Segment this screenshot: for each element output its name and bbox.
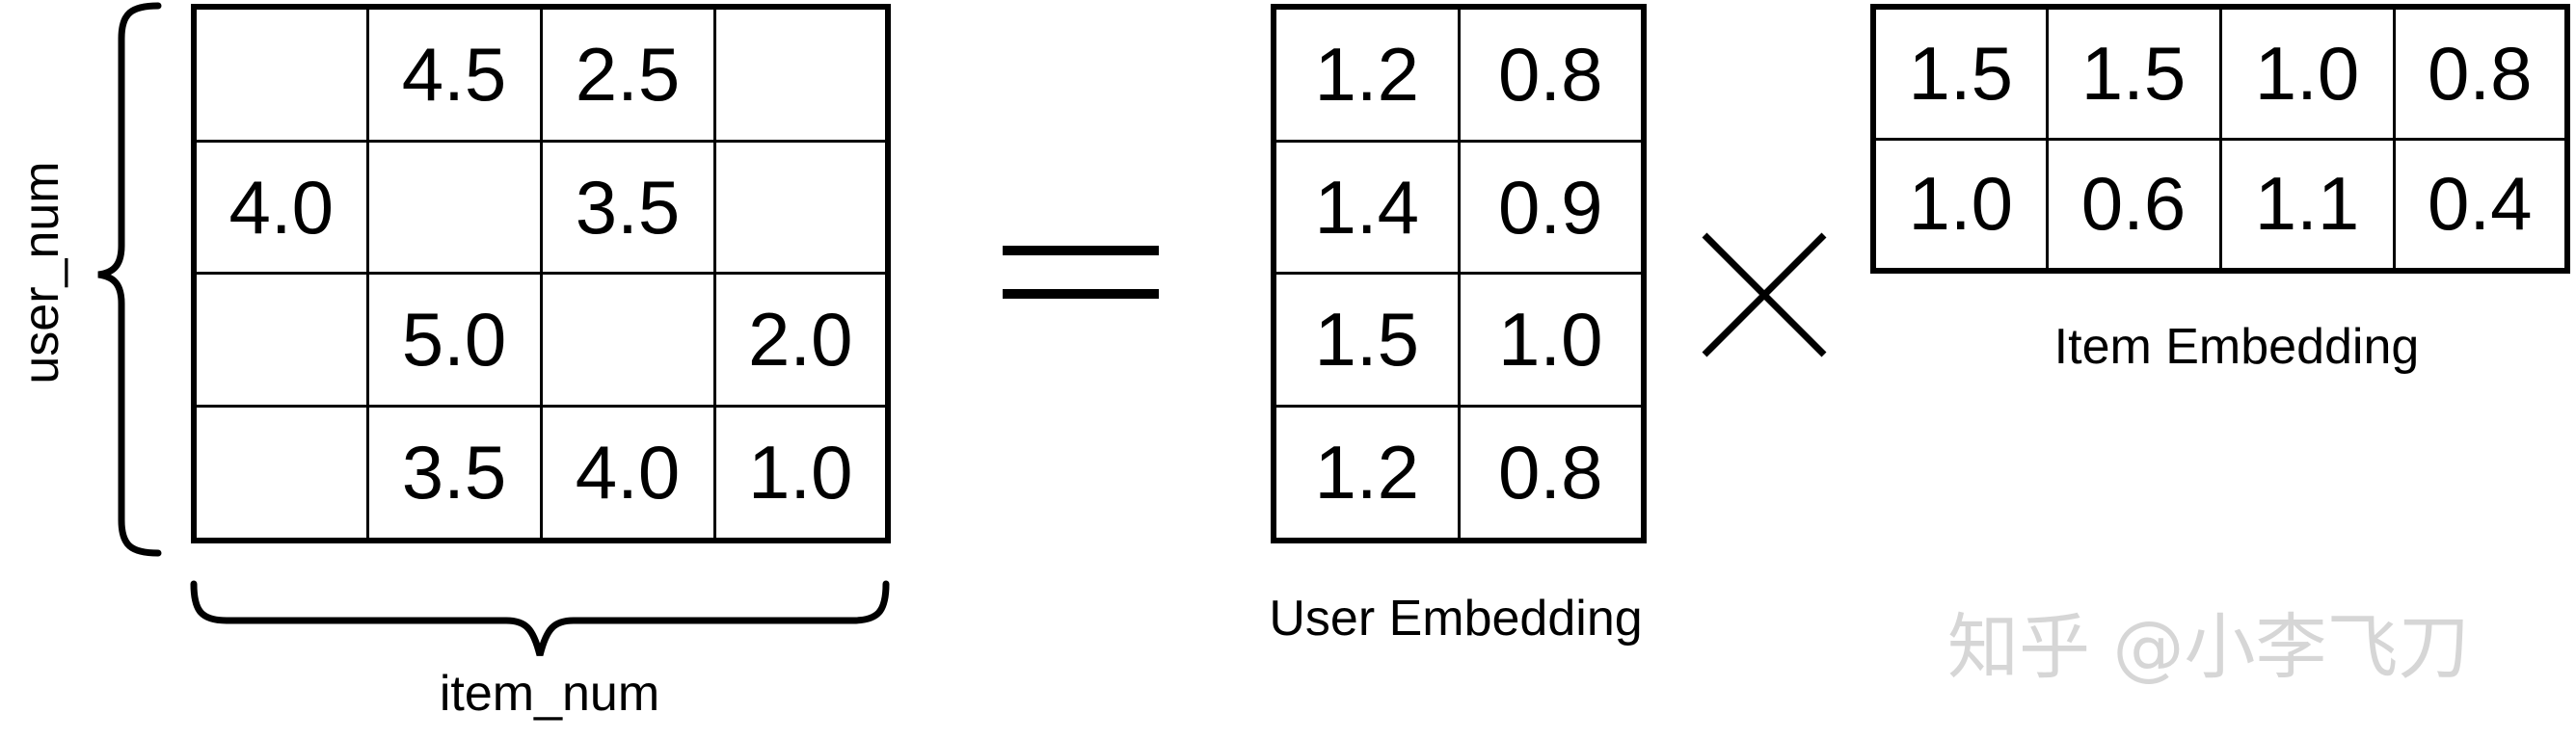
matrix-cell: 3.5: [539, 140, 716, 276]
embedding-cell: 1.2: [1272, 404, 1461, 542]
embedding-cell: 1.5: [2045, 5, 2222, 141]
rating-matrix: 4.5 2.5 4.0 3.5 5.0 2.0 3.5 4.0 1.0: [191, 4, 891, 543]
item-num-label: item_num: [439, 666, 660, 722]
embedding-cell: 1.0: [1457, 272, 1646, 408]
multiply-icon: [1702, 232, 1827, 357]
embedding-cell: 0.8: [1457, 5, 1646, 144]
matrix-cell: 3.5: [365, 404, 543, 542]
matrix-cell: [192, 404, 369, 542]
matrix-cell: [712, 140, 890, 276]
user-num-label: user_num: [13, 161, 69, 384]
embedding-cell: 1.1: [2218, 137, 2396, 273]
item-num-brace: [190, 580, 890, 656]
user-num-brace: [97, 2, 162, 557]
matrix-cell: [539, 272, 716, 408]
equals-icon: [1003, 246, 1159, 299]
matrix-cell: [192, 272, 369, 408]
embedding-cell: 1.5: [1272, 272, 1461, 408]
matrix-cell: [365, 140, 543, 276]
item-embedding-label: Item Embedding: [2053, 319, 2420, 375]
embedding-cell: 1.0: [1871, 137, 2049, 273]
embedding-cell: 1.5: [1871, 5, 2049, 141]
matrix-cell: 4.5: [365, 5, 543, 144]
user-embedding-label: User Embedding: [1269, 591, 1643, 647]
matrix-cell: [192, 5, 369, 144]
embedding-cell: 0.9: [1457, 140, 1646, 276]
user-embedding-matrix: 1.2 0.8 1.4 0.9 1.5 1.0 1.2 0.8: [1271, 4, 1647, 543]
embedding-cell: 0.8: [1457, 404, 1646, 542]
embedding-cell: 1.0: [2218, 5, 2396, 141]
embedding-cell: 0.4: [2392, 137, 2569, 273]
embedding-cell: 0.6: [2045, 137, 2222, 273]
embedding-cell: 1.4: [1272, 140, 1461, 276]
matrix-cell: 5.0: [365, 272, 543, 408]
embedding-cell: 1.2: [1272, 5, 1461, 144]
matrix-cell: 1.0: [712, 404, 890, 542]
matrix-cell: 2.0: [712, 272, 890, 408]
item-embedding-matrix: 1.5 1.5 1.0 0.8 1.0 0.6 1.1 0.4: [1870, 4, 2570, 274]
matrix-cell: 4.0: [192, 140, 369, 276]
matrix-cell: 4.0: [539, 404, 716, 542]
embedding-cell: 0.8: [2392, 5, 2569, 141]
matrix-cell: 2.5: [539, 5, 716, 144]
matrix-cell: [712, 5, 890, 144]
watermark: 知乎 @小李飞刀: [1947, 606, 2470, 689]
